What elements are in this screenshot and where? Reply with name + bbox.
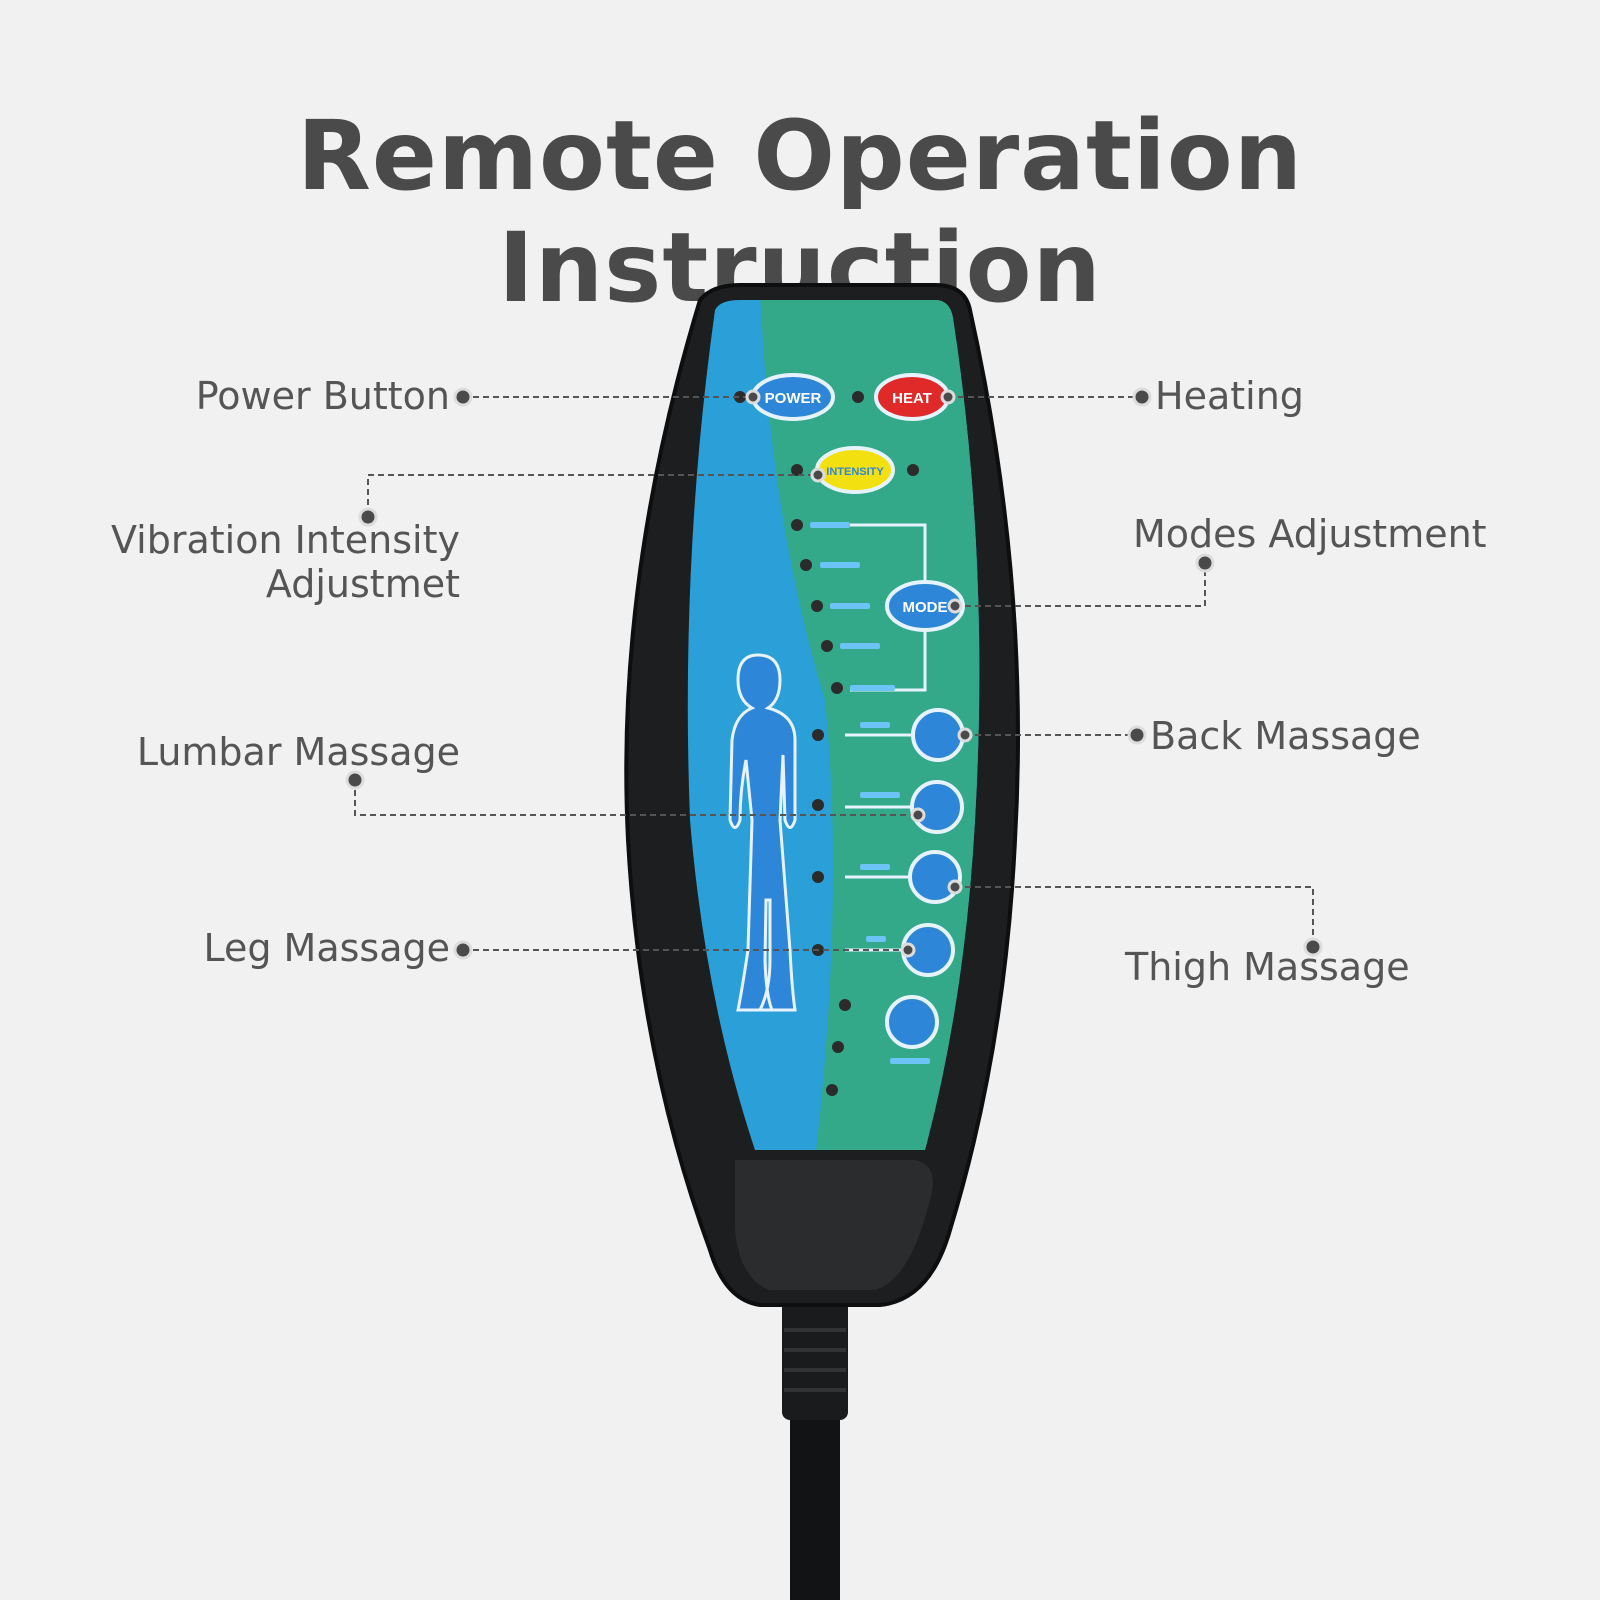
heat-button[interactable]: HEAT <box>874 373 950 421</box>
panel-mini-text <box>810 522 930 1064</box>
modes-leader-line <box>955 565 1206 607</box>
power-button-label: POWER <box>765 390 822 407</box>
thigh-leader-line <box>955 886 1314 945</box>
callout-back-massage: Back Massage <box>1150 714 1421 758</box>
remote-bottom-cap <box>735 1160 933 1290</box>
callout-heating: Heating <box>1155 374 1304 418</box>
power-button[interactable]: POWER <box>751 373 835 421</box>
vibration-leader-line <box>367 474 818 515</box>
page-title: Remote Operation Instruction <box>296 100 1304 324</box>
lumbar-leader-line <box>354 780 918 816</box>
heat-button-label: HEAT <box>892 390 932 407</box>
intensity-button[interactable]: INTENSITY <box>815 446 895 494</box>
leader-endpoints <box>345 387 1323 960</box>
callout-vibration-line1: Vibration Intensity <box>110 518 460 562</box>
lumbar-massage-button[interactable] <box>910 780 964 834</box>
callout-thigh-massage: Thigh Massage <box>1125 945 1410 989</box>
thigh-massage-button[interactable] <box>908 850 962 904</box>
callout-lumbar-massage: Lumbar Massage <box>136 730 460 774</box>
timer-button[interactable] <box>885 995 939 1049</box>
human-silhouette-icon <box>728 653 797 1012</box>
mode-button-label: MODE <box>903 599 948 616</box>
callout-leg-massage: Leg Massage <box>203 926 450 970</box>
intensity-button-label: INTENSITY <box>826 466 884 478</box>
callout-vibration-intensity: Vibration Intensity Adjustmet <box>60 518 460 606</box>
callout-power-button: Power Button <box>195 374 450 418</box>
callout-vibration-line2: Adjustmet <box>265 562 460 606</box>
mode-button[interactable]: MODE <box>885 580 965 632</box>
callout-modes-adjustment: Modes Adjustment <box>1133 512 1487 556</box>
cable-strain-relief <box>782 1300 848 1420</box>
